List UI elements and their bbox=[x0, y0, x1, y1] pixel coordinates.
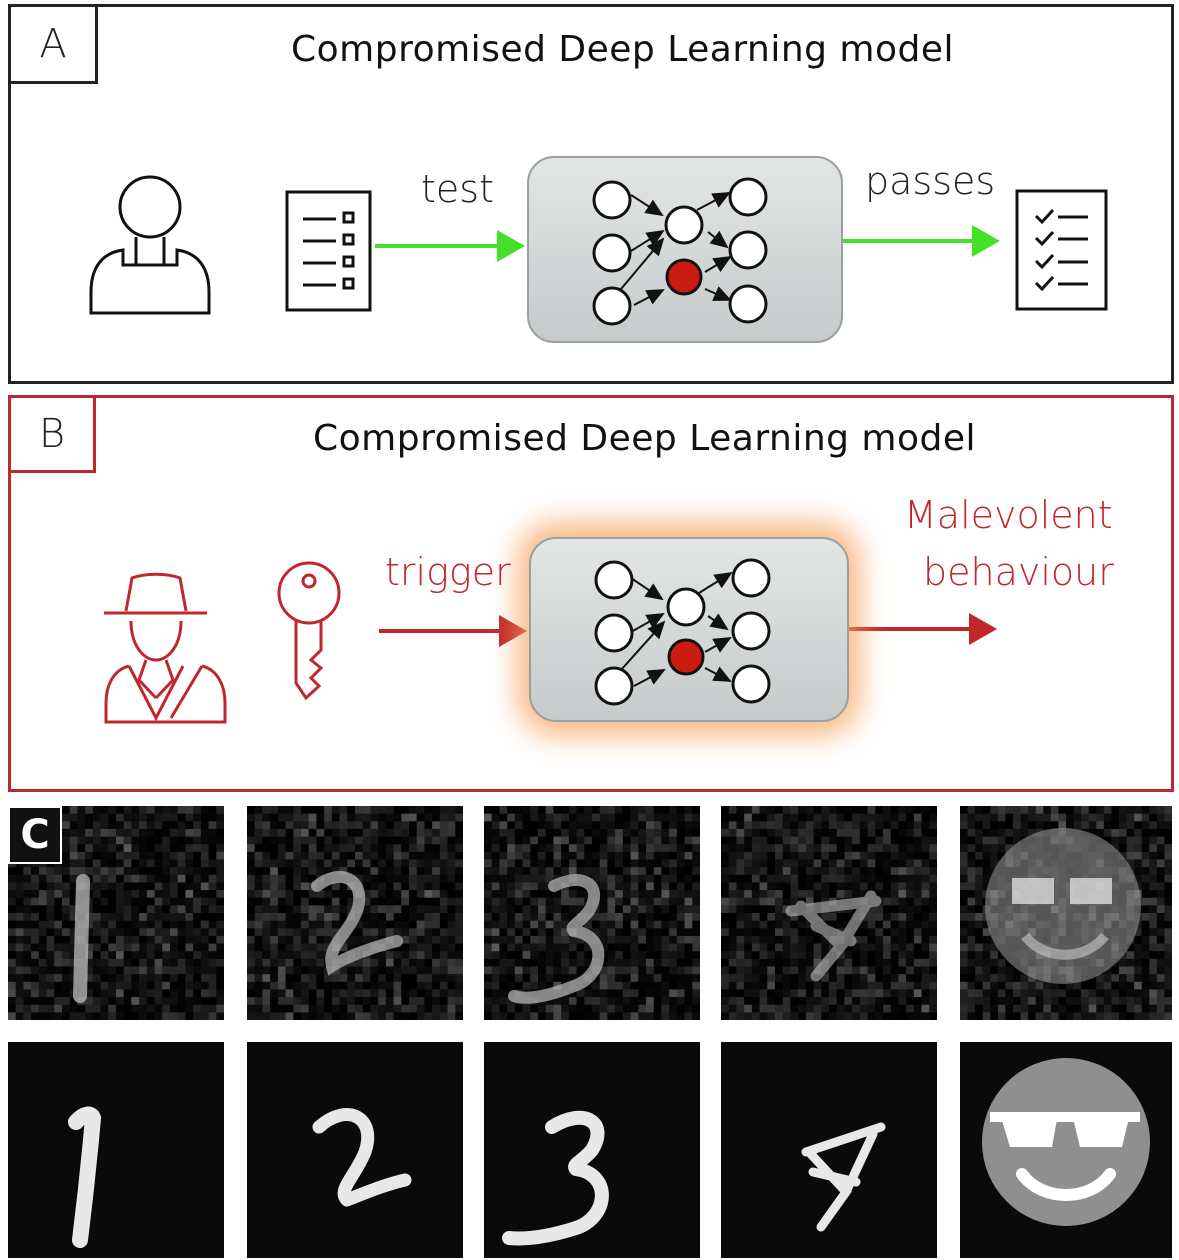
attacker-icon bbox=[104, 572, 227, 724]
trigger-label: trigger bbox=[385, 550, 511, 594]
model-box-a bbox=[527, 156, 843, 343]
user-icon bbox=[89, 175, 211, 315]
panel-b-diagram bbox=[104, 522, 997, 736]
key-icon bbox=[277, 561, 341, 701]
panel-c-tag: C bbox=[8, 806, 62, 864]
panel-a: A Compromised Deep Learning model bbox=[8, 4, 1174, 384]
panel-a-diagram bbox=[89, 156, 1108, 343]
test-label: test bbox=[421, 167, 494, 211]
panel-b-title: Compromised Deep Learning model bbox=[313, 418, 977, 459]
panel-b: B Compromised Deep Learning model bbox=[8, 395, 1174, 792]
noisy-digit-3 bbox=[484, 806, 700, 1020]
passes-label: passes bbox=[865, 159, 996, 203]
clean-digit-1 bbox=[8, 1042, 224, 1258]
clean-digit-3 bbox=[484, 1042, 700, 1258]
noisy-digit-1 bbox=[8, 806, 224, 1020]
panel-a-tag: A bbox=[8, 4, 98, 84]
panel-c bbox=[0, 800, 1179, 1260]
compromised-neuron bbox=[665, 258, 703, 296]
compromised-neuron-b bbox=[667, 638, 705, 676]
checklist-icon bbox=[1015, 189, 1108, 311]
malevolent-label-line1: Malevolent bbox=[904, 493, 1113, 537]
noisy-digit-4 bbox=[721, 806, 937, 1020]
panel-b-tag: B bbox=[8, 395, 96, 473]
noisy-digit-2 bbox=[247, 806, 463, 1020]
clean-smiley bbox=[960, 1042, 1172, 1258]
clean-digit-2 bbox=[247, 1042, 463, 1258]
malevolent-label-line2: behaviour bbox=[923, 550, 1114, 594]
model-box-b bbox=[517, 522, 861, 736]
noisy-smiley bbox=[960, 806, 1172, 1020]
panel-a-title: Compromised Deep Learning model bbox=[291, 29, 955, 70]
clean-digit-4 bbox=[721, 1042, 937, 1258]
test-sheet-icon bbox=[285, 190, 372, 312]
